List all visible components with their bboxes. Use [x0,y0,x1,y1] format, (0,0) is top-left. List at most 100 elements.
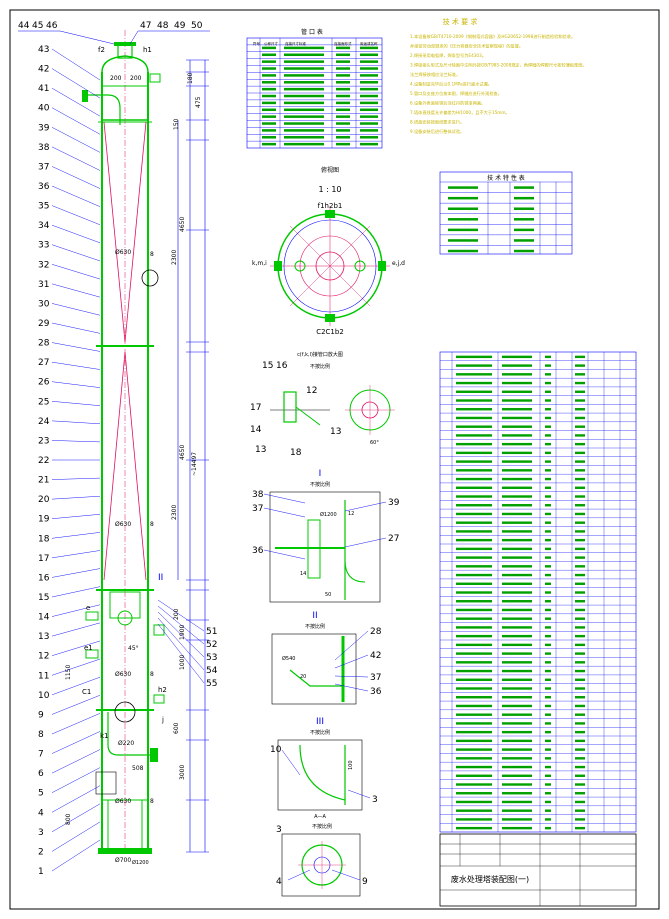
dim-lower-cone: 4650 [179,445,186,460]
detail-I-mark: I [319,469,322,479]
detail-AA-mark: A—A [314,814,326,820]
detail-II: II 不按比例 Ø540 20 [271,611,357,705]
dim-overall: ~14497 [191,452,198,476]
parts-list [439,351,637,833]
callout-15: 15 [38,593,49,603]
notes-line-3: 3.焊接接头型式及尺寸除图中注明外按GB/T985-2008规定，角焊缝的焊脚尺… [410,62,587,69]
detail-a-callout-2: 17 [250,403,261,413]
callout-27: 27 [38,358,49,368]
detail-a-callout-3: 12 [306,386,317,396]
callout-29: 29 [38,319,50,329]
lbl-h2: h2 [158,686,167,694]
plan-top-label: f1h2b1 [318,202,343,210]
callout-40: 40 [38,104,50,114]
callout-16: 16 [38,573,50,583]
notes-line-9: 8.塔盘安装按图纸要求进行。 [410,119,464,126]
callout-44: 44 [18,21,30,31]
tower-dim-ticks [186,59,209,853]
detail-III-callout-3: 3 [372,795,378,805]
dia-mid: Ø630 [115,521,131,528]
detail-I: I 不按比例 Ø1200 50 14 12 [269,469,381,603]
nozzle-h1: 公称尺寸 [264,41,278,46]
detail-AA: 不按比例 [281,823,361,897]
plan-view: 俯视图 1 : 10 f1h2b1 C2C1b2 k,m,i e,j,d [252,166,405,336]
lbl-h1: h1 [143,46,152,54]
dim-r1: 180 [187,72,194,84]
dia-foot: Ø700 [115,857,131,864]
tower-dimension-labels: ~14497 4650 4650 2300 2300 1000 1900 115… [65,46,202,866]
lbl-k1: k1 [100,732,109,740]
detail-I-callout-38: 38 [252,490,264,500]
callout-10: 10 [38,691,50,701]
detail-a-callout-6: 18 [290,448,302,458]
lbl-angle: 45° [128,645,139,652]
detail-AA-sub: 不按比例 [312,823,332,830]
detail-a-callout-1: 16 [276,361,288,371]
plan-left-label: k,m,i [252,260,267,267]
callout-50: 50 [191,21,203,31]
callout-22: 22 [38,456,49,466]
callout-23: 23 [38,436,49,446]
dim-lower-c: 1150 [65,665,72,680]
detail-II-dim: Ø540 [282,655,295,662]
detail-II-callout-42: 42 [370,651,381,661]
plan-title: 俯视图 [321,166,339,174]
lbl-c1: C1 [82,688,91,696]
detail-I-dim-12: 12 [348,511,354,517]
dim-foot: 800 [65,813,72,825]
top-w2: 200 [130,75,142,82]
callout-38: 38 [38,143,50,153]
notes-line-0: 1.本设备按GB/T4710-2009《钢制塔式容器》及HG20652-1998… [410,33,575,40]
base-note: Ø1200 [132,859,149,866]
detail-a-callout-7: 13 [330,427,341,437]
notes-line-2: 2.焊接采用电弧焊，焊条型号为E4303。 [410,52,486,59]
detail-II-callout-36: 36 [370,687,382,697]
callout-55: 55 [206,679,217,689]
callout-41: 41 [38,84,49,94]
callout-6: 6 [38,769,44,779]
title-block: 废水处理塔装配图(一) [439,833,637,907]
callout-48: 48 [157,21,169,31]
notes-line-8: 7.塔体直线度允许偏差为H/1000，且不大于15mm。 [410,109,510,116]
callout-19: 19 [38,515,50,525]
detail-III-mark: III [316,717,324,727]
callout-1: 1 [38,867,44,877]
callout-13: 13 [38,632,49,642]
nozzle-h2: 连接尺寸标准 [285,41,306,46]
callout-7: 7 [38,750,44,760]
callout-35: 35 [38,202,49,212]
callout-49: 49 [174,21,186,31]
detail-I-callout-27: 27 [388,534,399,544]
detail-a-sub: 不按比例 [310,363,330,370]
dia-low: Ø630 [115,671,131,678]
sheet-frame [9,9,660,910]
detail-III-callout-10: 10 [270,745,282,755]
callout-53: 53 [206,653,217,663]
callout-30: 30 [38,299,50,309]
notes-line-1: 并接受劳动部颁发的《压力容器安全技术监察规程》的监督。 [410,43,523,50]
notes-line-5: 4.设备制造完毕后以0.1MPa进行盛水试漏。 [410,81,492,88]
detail-a-callout-5: 13 [255,445,266,455]
dim-r3: 150 [173,118,180,130]
tech-characteristics-table: 技 术 特 性 表 [439,171,573,255]
lbl-f2: f2 [98,46,105,54]
callout-2: 2 [38,847,44,857]
detail-III-sub: 不按比例 [310,729,330,736]
lbl-detail-II-ref: II [158,573,163,583]
callout-9: 9 [38,710,44,720]
detail-a-callout-4: 14 [250,425,262,435]
callout-31: 31 [38,280,49,290]
callout-37: 37 [38,162,49,172]
callout-24: 24 [38,417,50,427]
dim-r5: 600 [173,722,180,734]
notes-line-10: 9.设备安装后进行整体试验。 [410,128,464,135]
nozzle-h3: 连接面形式 [334,41,352,46]
callout-47: 47 [140,21,151,31]
dim-base: 3000 [179,765,186,780]
callout-11: 11 [38,671,49,681]
nozzle-table-title: 管 口 表 [301,28,323,36]
detail-a-callout-0: 15 [262,361,273,371]
